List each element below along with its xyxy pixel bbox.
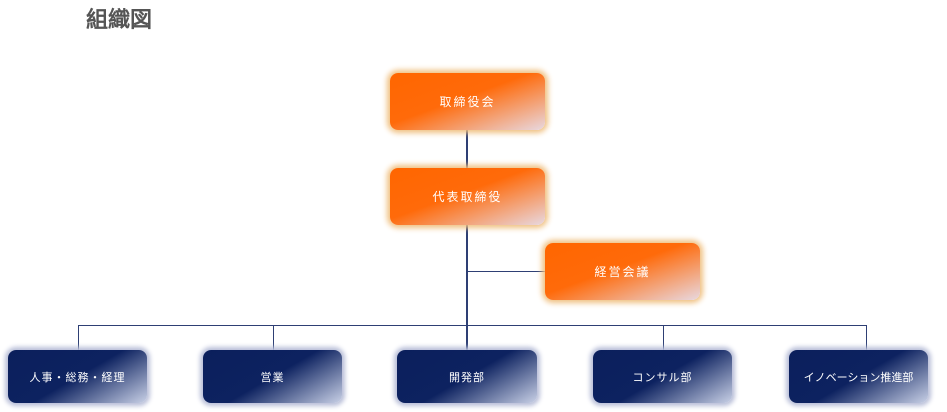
node-innovation[interactable]: イノベーション推進部 [789,350,928,403]
node-label: 取締役会 [439,95,496,109]
connector [466,225,468,350]
connector [866,325,867,350]
connector [78,325,867,326]
node-label: 人事・総務・経理 [29,370,126,384]
node-label: 営業 [260,370,285,384]
connector [467,271,545,272]
node-label: 経営会議 [594,265,651,279]
node-sales[interactable]: 営業 [203,350,342,403]
node-label: コンサル部 [632,370,693,384]
node-ceo[interactable]: 代表取締役 [390,168,545,225]
connector [466,130,468,168]
node-label: 代表取締役 [432,190,503,204]
connector [663,325,664,350]
connector [78,325,79,350]
node-hr-admin-accounting[interactable]: 人事・総務・経理 [8,350,147,403]
node-development[interactable]: 開発部 [397,350,537,403]
node-label: イノベーション推進部 [803,370,914,384]
node-label: 開発部 [449,370,485,384]
node-board[interactable]: 取締役会 [390,73,545,130]
node-consulting[interactable]: コンサル部 [593,350,732,403]
node-management-council[interactable]: 経営会議 [545,243,700,300]
connector [273,325,274,350]
page-title: 組織図 [86,8,153,33]
